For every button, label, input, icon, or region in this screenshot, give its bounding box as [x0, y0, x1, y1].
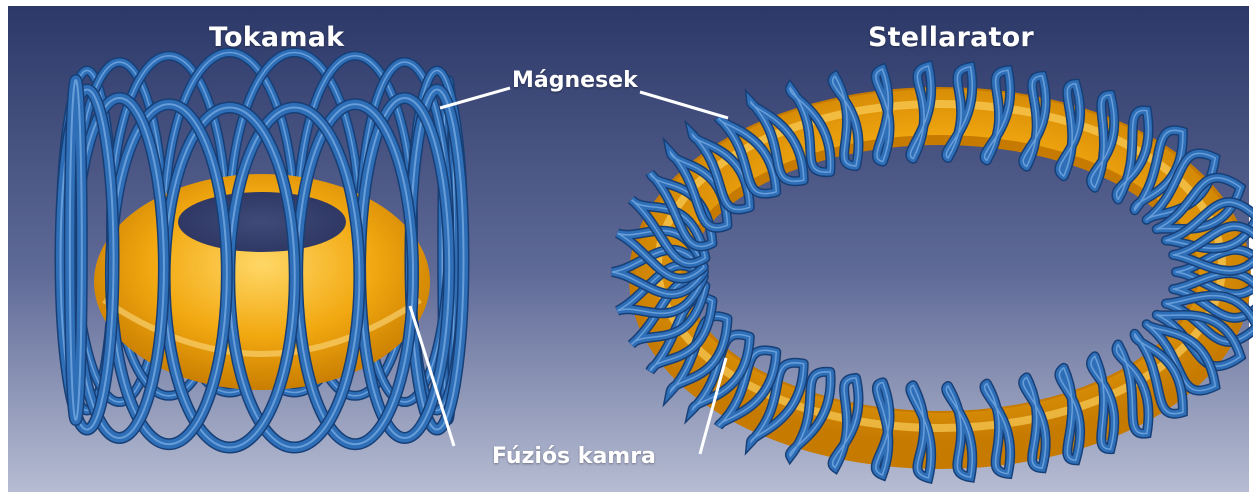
tokamak-coil [70, 80, 82, 420]
tokamak-title: Tokamak [209, 22, 344, 53]
magnets-label: Mágnesek [512, 68, 638, 93]
tokamak-torus-hole [178, 192, 346, 252]
tokamak-torus [94, 174, 430, 390]
fusion-chamber-label: Fúziós kamra [492, 444, 656, 469]
stellarator-title: Stellarator [868, 22, 1034, 53]
